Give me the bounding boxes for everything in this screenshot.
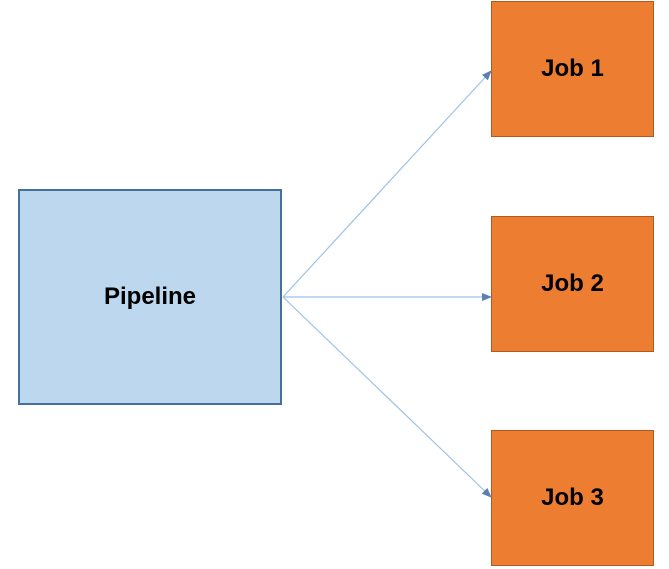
pipeline-label: Pipeline [103,283,197,310]
job-2-label: Job 2 [541,270,604,297]
job-1-label: Job 1 [541,55,604,82]
arrow-pipeline-to-job-3 [282,296,492,498]
job-3-label: Job 3 [541,484,604,511]
job-3-node: Job 3 [491,430,654,566]
job-1-node: Job 1 [491,1,654,137]
job-2-node: Job 2 [491,216,654,352]
arrow-pipeline-to-job-1 [282,70,492,298]
pipeline-node: Pipeline [18,189,282,405]
